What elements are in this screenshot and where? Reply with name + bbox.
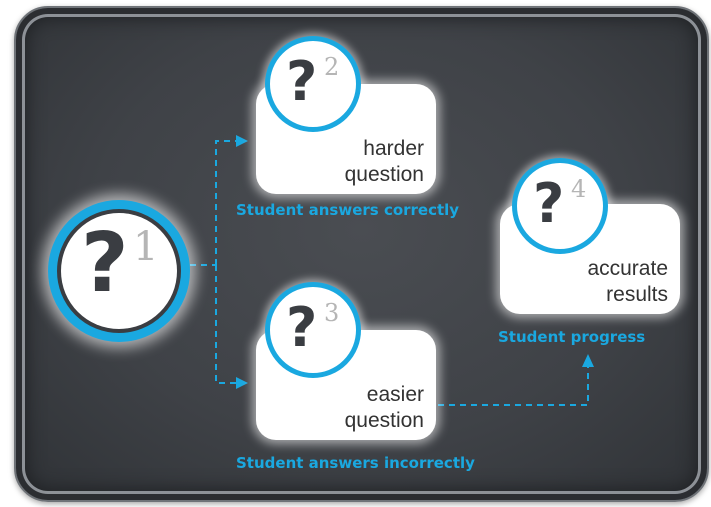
question-2-number: 2 <box>324 53 340 81</box>
connector-q3-to-q4 <box>438 366 589 406</box>
question-1-face <box>61 213 177 329</box>
caption-answers-correctly: Student answers correctly <box>236 201 460 219</box>
connector-q1-to-q3 <box>215 265 238 384</box>
accurate-results-label: accurate results <box>587 256 668 308</box>
easier-question-line-2: question <box>344 409 424 432</box>
arrowhead-to-q2 <box>236 135 248 147</box>
caption-answers-incorrectly: Student answers incorrectly <box>236 454 475 472</box>
question-4-badge: ? 4 <box>512 158 608 254</box>
question-mark-icon: ? <box>81 216 129 311</box>
accurate-results-line-2: results <box>606 283 668 306</box>
question-1-badge: ? 1 <box>48 200 190 342</box>
caption-student-progress: Student progress <box>498 328 646 346</box>
question-3-badge: ? 3 <box>265 282 361 378</box>
harder-question-label: harder question <box>345 136 424 188</box>
question-3-number: 3 <box>324 299 340 327</box>
arrowhead-to-q3 <box>236 377 248 389</box>
harder-question-line-2: question <box>344 163 424 186</box>
question-mark-icon: ? <box>286 50 318 113</box>
question-2-badge: ? 2 <box>265 36 361 132</box>
question-mark-icon: ? <box>533 172 565 235</box>
easier-question-line-1: easier <box>366 383 424 406</box>
connector-q1-to-q2 <box>215 140 238 265</box>
question-1-number: 1 <box>133 224 159 270</box>
easier-question-label: easier question <box>345 382 424 434</box>
accurate-results-line-1: accurate <box>587 257 668 280</box>
harder-question-line-1: harder <box>363 137 424 160</box>
arrowhead-to-q4 <box>582 354 594 367</box>
question-4-number: 4 <box>571 175 587 203</box>
question-mark-icon: ? <box>286 296 318 359</box>
